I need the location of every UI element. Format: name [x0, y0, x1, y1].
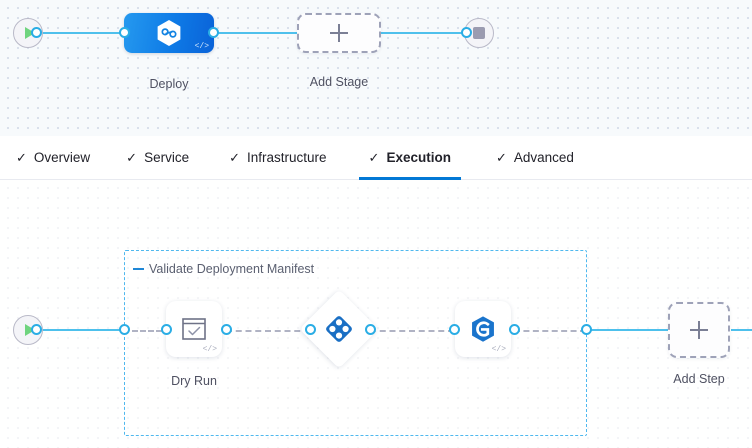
connector-addstep-outgoing: [731, 329, 752, 331]
start-node-port[interactable]: [31, 27, 42, 38]
tab-overview[interactable]: ✓ Overview: [16, 136, 90, 180]
step-node-dry-run[interactable]: </>: [166, 301, 222, 357]
tab-execution[interactable]: ✓ Execution: [358, 136, 462, 180]
approve-output-port[interactable]: [365, 324, 376, 335]
step-yaml-indicator: </>: [491, 345, 506, 354]
approve-icon-wrap: [311, 301, 367, 357]
stage-yaml-indicator: </>: [194, 42, 209, 51]
stop-icon: [473, 27, 485, 39]
harness-approval-icon: [326, 316, 352, 342]
end-node-port[interactable]: [461, 27, 472, 38]
check-icon: ✓: [16, 150, 27, 165]
step-group-title: Validate Deployment Manifest: [149, 262, 315, 276]
execution-start-port[interactable]: [31, 324, 42, 335]
play-icon: [24, 27, 35, 39]
plus-icon: [330, 24, 348, 42]
connector-group-entry-to-dryrun: [132, 330, 162, 332]
step-group-header[interactable]: Validate Deployment Manifest: [133, 262, 314, 276]
check-icon: ✓: [229, 150, 240, 165]
add-stage-button[interactable]: [297, 13, 381, 53]
step-label-dry-run: Dry Run: [171, 374, 217, 388]
execution-graph-canvas[interactable]: Validate Deployment Manifest </>: [0, 180, 752, 448]
step-group-entry-port[interactable]: [119, 324, 130, 335]
rolling-deployment-icon: [472, 316, 494, 342]
rolling-output-port[interactable]: [509, 324, 520, 335]
connector-group-to-addstep: [586, 329, 668, 331]
add-stage-label: Add Stage: [309, 75, 369, 89]
check-icon: ✓: [126, 150, 138, 165]
check-icon: ✓: [368, 150, 380, 165]
approve-input-port[interactable]: [305, 324, 316, 335]
tab-execution-label: Execution: [386, 150, 451, 165]
stage-graph-canvas[interactable]: </> Deploy Add Stage: [0, 0, 752, 136]
dry-run-output-port[interactable]: [221, 324, 232, 335]
tab-overview-label: Overview: [33, 150, 91, 165]
tab-advanced-label: Advanced: [513, 150, 574, 165]
add-step-label: Add Step: [673, 372, 725, 386]
connector-addstage-to-end: [381, 32, 466, 34]
stage-node-deploy[interactable]: </>: [124, 13, 214, 53]
stage-tab-bar: ✓ Overview ✓ Service ✓ Infrastructure ✓ …: [0, 136, 752, 180]
tab-infrastructure[interactable]: ✓ Infrastructure: [229, 136, 326, 180]
deploy-stage-output-port[interactable]: [208, 27, 219, 38]
connector-rolling-to-group-exit: [514, 330, 586, 332]
add-step-button[interactable]: [668, 302, 730, 358]
plus-icon: [690, 321, 708, 339]
connector-deploy-to-addstage: [212, 32, 297, 34]
dry-run-checkbox-icon: [182, 318, 206, 340]
harness-hexagon-icon: [157, 20, 181, 46]
tab-advanced[interactable]: ✓ Advanced: [496, 136, 574, 180]
check-icon: ✓: [495, 150, 507, 165]
connector-start-to-deploy: [33, 32, 128, 34]
stage-node-label: Deploy: [149, 77, 189, 91]
connector-approve-to-rolling: [370, 330, 454, 332]
minus-icon[interactable]: [133, 268, 144, 270]
tab-infrastructure-label: Infrastructure: [247, 150, 327, 165]
step-group-exit-port[interactable]: [581, 324, 592, 335]
step-yaml-indicator: </>: [202, 345, 217, 354]
dry-run-input-port[interactable]: [161, 324, 172, 335]
deploy-stage-input-port[interactable]: [119, 27, 130, 38]
tab-service-label: Service: [144, 150, 190, 165]
connector-dryrun-to-approve: [226, 330, 310, 332]
connector-start-to-group: [33, 329, 126, 331]
play-icon: [24, 324, 35, 336]
rolling-input-port[interactable]: [449, 324, 460, 335]
tab-service[interactable]: ✓ Service: [126, 136, 189, 180]
step-node-rolling-deployment[interactable]: </>: [455, 301, 511, 357]
